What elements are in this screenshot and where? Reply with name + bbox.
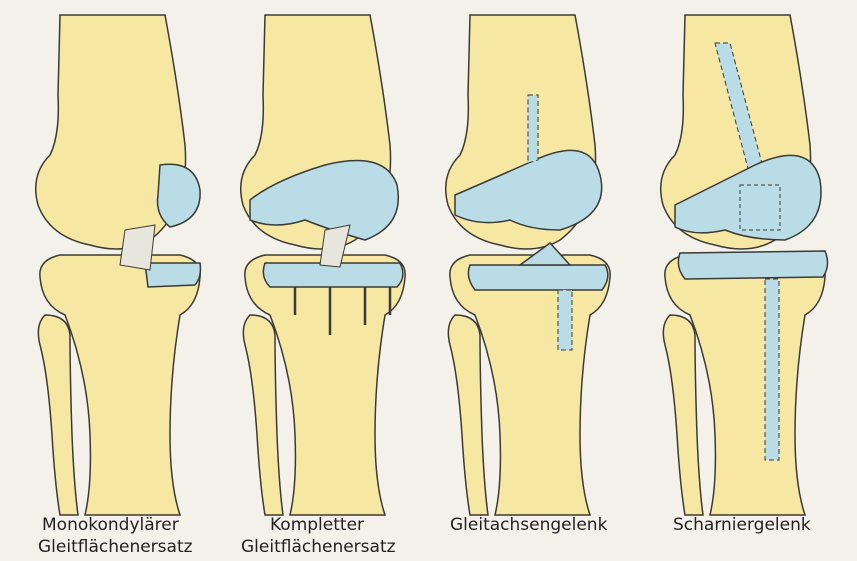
cruciate-ligament xyxy=(120,225,155,270)
tibial-component xyxy=(678,251,827,279)
tibial-stem xyxy=(558,290,572,350)
femoral-stem xyxy=(528,95,538,163)
caption-panel-4-line-1: Scharniergelenk xyxy=(673,514,811,536)
caption-panel-2-line-1: Kompletter xyxy=(270,514,364,536)
panel-unicondylar-knee xyxy=(36,15,201,515)
hinge-box xyxy=(740,185,780,230)
fibula-bone xyxy=(448,315,488,515)
caption-panel-2-line-2: Gleitflächenersatz xyxy=(241,536,396,558)
panel-sliding-axis-knee xyxy=(446,15,610,515)
fibula-bone xyxy=(243,315,283,515)
tibial-component xyxy=(468,265,608,290)
fibula-bone xyxy=(663,315,703,515)
femoral-component xyxy=(158,164,201,227)
panel-hinge-knee xyxy=(661,15,828,515)
tibial-component xyxy=(145,263,200,287)
caption-panel-1-line-2: Gleitflächenersatz xyxy=(38,536,193,558)
caption-panel-1-line-1: Monokondylärer xyxy=(42,514,179,536)
caption-panel-3-line-1: Gleitachsengelenk xyxy=(450,514,607,536)
fibula-bone xyxy=(38,315,78,515)
panel-total-knee xyxy=(241,15,405,515)
tibial-stem xyxy=(765,279,779,460)
